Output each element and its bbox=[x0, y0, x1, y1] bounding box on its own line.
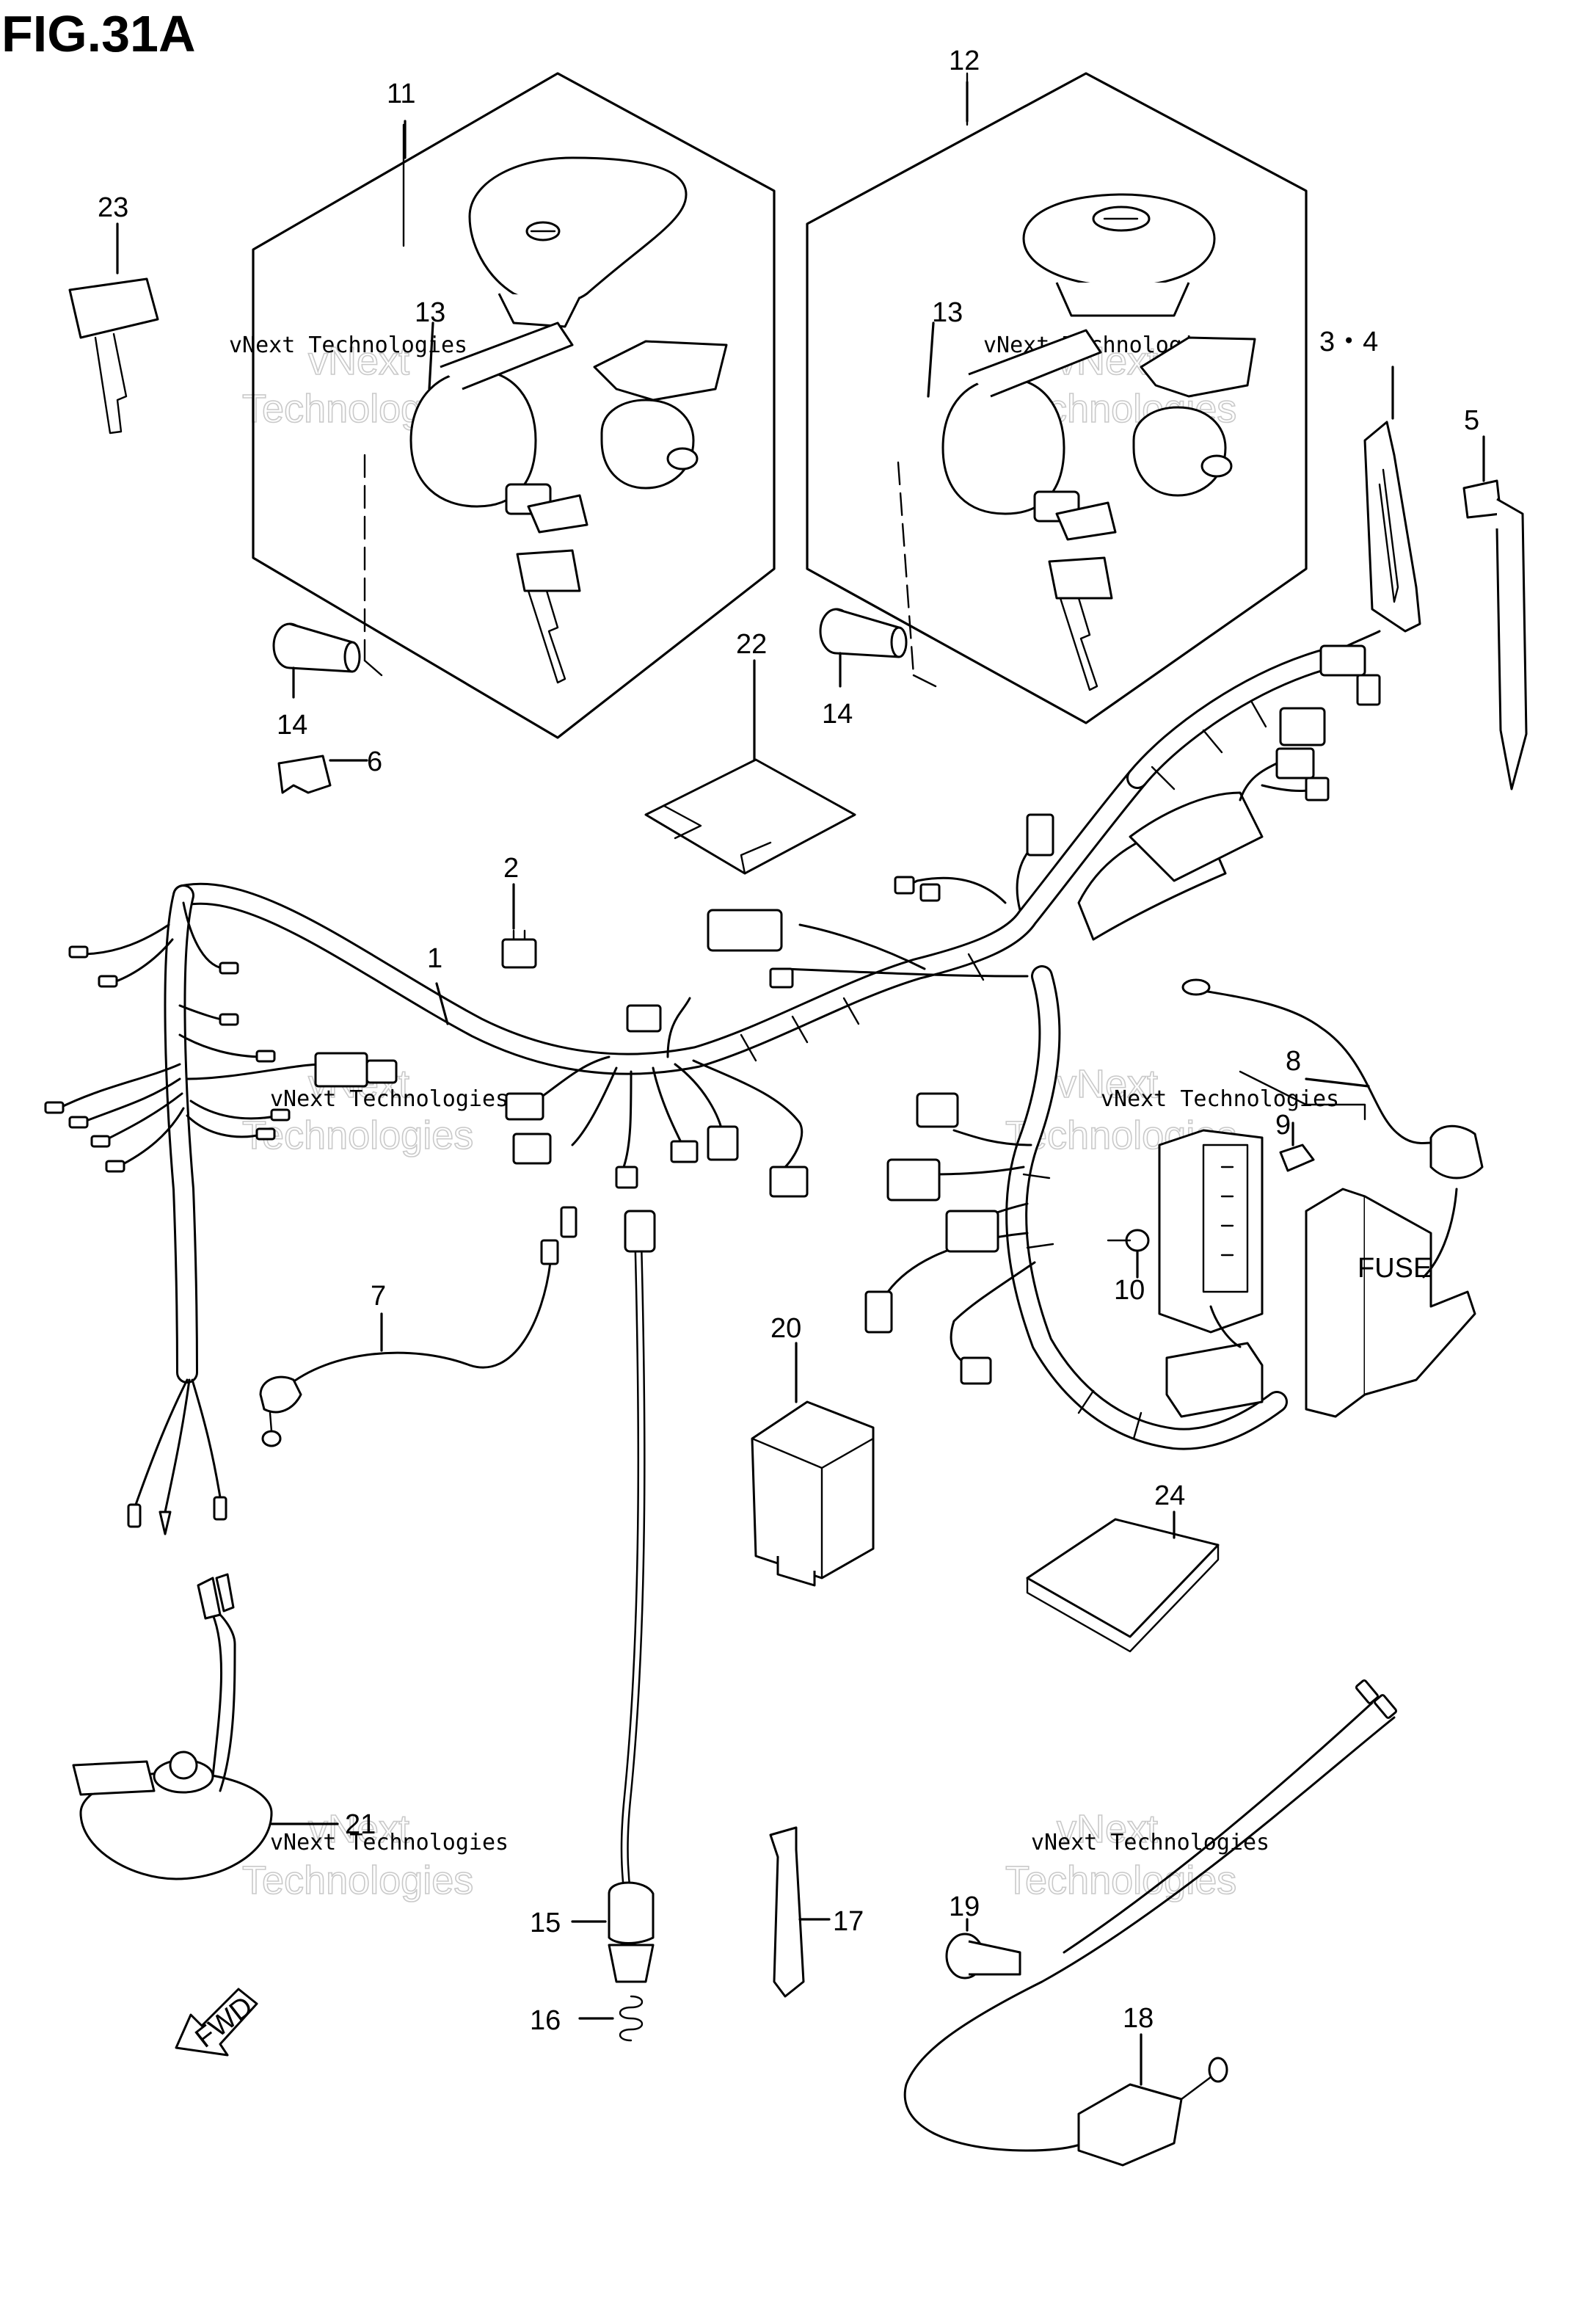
callout-22: 22 bbox=[736, 629, 767, 660]
callout-14b: 14 bbox=[822, 699, 853, 730]
wire-lead-7 bbox=[259, 1239, 559, 1447]
callout-5: 5 bbox=[1464, 405, 1479, 436]
watermark-small-3: vNext Technologies bbox=[270, 1086, 509, 1112]
watermark-big-6-line1: vNext bbox=[1057, 1807, 1158, 1851]
horn-21 bbox=[72, 1573, 339, 1880]
dashed-link-left bbox=[363, 454, 383, 677]
cable-tie-5 bbox=[1462, 435, 1528, 790]
seat-lock-left bbox=[593, 340, 728, 490]
fuel-tank-cap-11 bbox=[468, 156, 688, 328]
callout-6: 6 bbox=[367, 746, 382, 777]
callout-23: 23 bbox=[98, 192, 128, 223]
band-3-4 bbox=[1363, 366, 1421, 633]
bolt-14-right bbox=[819, 608, 908, 688]
watermark-big-4-line1: vNext bbox=[1057, 1062, 1158, 1106]
clip-6 bbox=[277, 755, 368, 794]
figure-title: FIG.31A bbox=[1, 5, 196, 62]
harness-left-branch-wires bbox=[44, 901, 398, 1535]
callout-8: 8 bbox=[1286, 1046, 1301, 1077]
fuel-tank-cap-12 bbox=[1022, 193, 1216, 317]
callout-12: 12 bbox=[949, 46, 980, 76]
callout-15: 15 bbox=[530, 1908, 561, 1938]
callout-17: 17 bbox=[833, 1906, 864, 1937]
callout-24: 24 bbox=[1154, 1480, 1185, 1511]
callout-1: 1 bbox=[427, 943, 442, 974]
callout-10: 10 bbox=[1114, 1275, 1145, 1306]
watermark-big-1-line1: vNext bbox=[308, 339, 409, 383]
callout-11: 11 bbox=[387, 79, 415, 109]
seat-lock-right bbox=[1132, 336, 1256, 497]
callout-16: 16 bbox=[530, 2005, 561, 2036]
watermark-big-5-line1: vNext bbox=[308, 1807, 409, 1851]
callout-2: 2 bbox=[503, 853, 519, 884]
switch-cable-15 bbox=[571, 1210, 656, 1983]
ignition-key-right bbox=[1048, 501, 1117, 691]
key-blank-23 bbox=[68, 222, 159, 435]
callout-9: 9 bbox=[1275, 1110, 1291, 1141]
ignition-switch-13-left bbox=[409, 321, 574, 515]
pad-24 bbox=[1026, 1511, 1220, 1653]
callout-19: 19 bbox=[949, 1891, 980, 1922]
callout-21: 21 bbox=[345, 1809, 376, 1840]
callout-14a: 14 bbox=[277, 710, 307, 741]
callout-3-4: 3・4 bbox=[1319, 327, 1378, 357]
sensor-lead-18 bbox=[903, 1679, 1398, 2167]
fuse-box-8: FUSE bbox=[1158, 1070, 1476, 1418]
watermark-big-6-line2: Technologies bbox=[1005, 1858, 1236, 1902]
leader-lines bbox=[404, 81, 969, 1025]
ignition-lock-set-11-outline bbox=[252, 72, 776, 739]
screw-10 bbox=[1107, 1229, 1150, 1279]
callout-13b: 13 bbox=[932, 297, 963, 328]
spring-16 bbox=[578, 1995, 644, 2042]
ignition-key-left bbox=[516, 494, 589, 684]
screw-19 bbox=[945, 1918, 1021, 1980]
connector-2 bbox=[501, 883, 537, 969]
harness-center-connectors bbox=[505, 630, 1381, 1385]
forward-arrow: FWD bbox=[175, 1988, 259, 2057]
bracket-17 bbox=[769, 1826, 831, 1998]
ignition-switch-13-right bbox=[941, 329, 1102, 523]
callout-13a: 13 bbox=[415, 297, 445, 328]
relay-20 bbox=[751, 1342, 875, 1587]
wiring-harness-1 bbox=[164, 650, 1332, 1450]
watermark-small-4: vNext Technologies bbox=[1101, 1086, 1339, 1112]
watermark-big-5-line2: Technologies bbox=[242, 1858, 473, 1902]
fuse-9 bbox=[1279, 1122, 1315, 1172]
watermark-small-6: vNext Technologies bbox=[1031, 1830, 1269, 1855]
watermark-small-1: vNext Technologies bbox=[229, 332, 467, 358]
watermark-small-5: vNext Technologies bbox=[270, 1830, 509, 1855]
fuse-cover-text: FUSE bbox=[1358, 1253, 1432, 1284]
callout-18: 18 bbox=[1123, 2003, 1154, 2034]
label-sheet-22 bbox=[644, 659, 856, 875]
bolt-14-left bbox=[272, 622, 361, 699]
callout-20: 20 bbox=[770, 1313, 801, 1344]
watermarks: vNext Technologies vNext Technologies vN… bbox=[229, 332, 1339, 1903]
dashed-link-right bbox=[897, 461, 937, 688]
callout-7: 7 bbox=[371, 1281, 386, 1312]
starter-relay-lead bbox=[1181, 978, 1484, 1279]
